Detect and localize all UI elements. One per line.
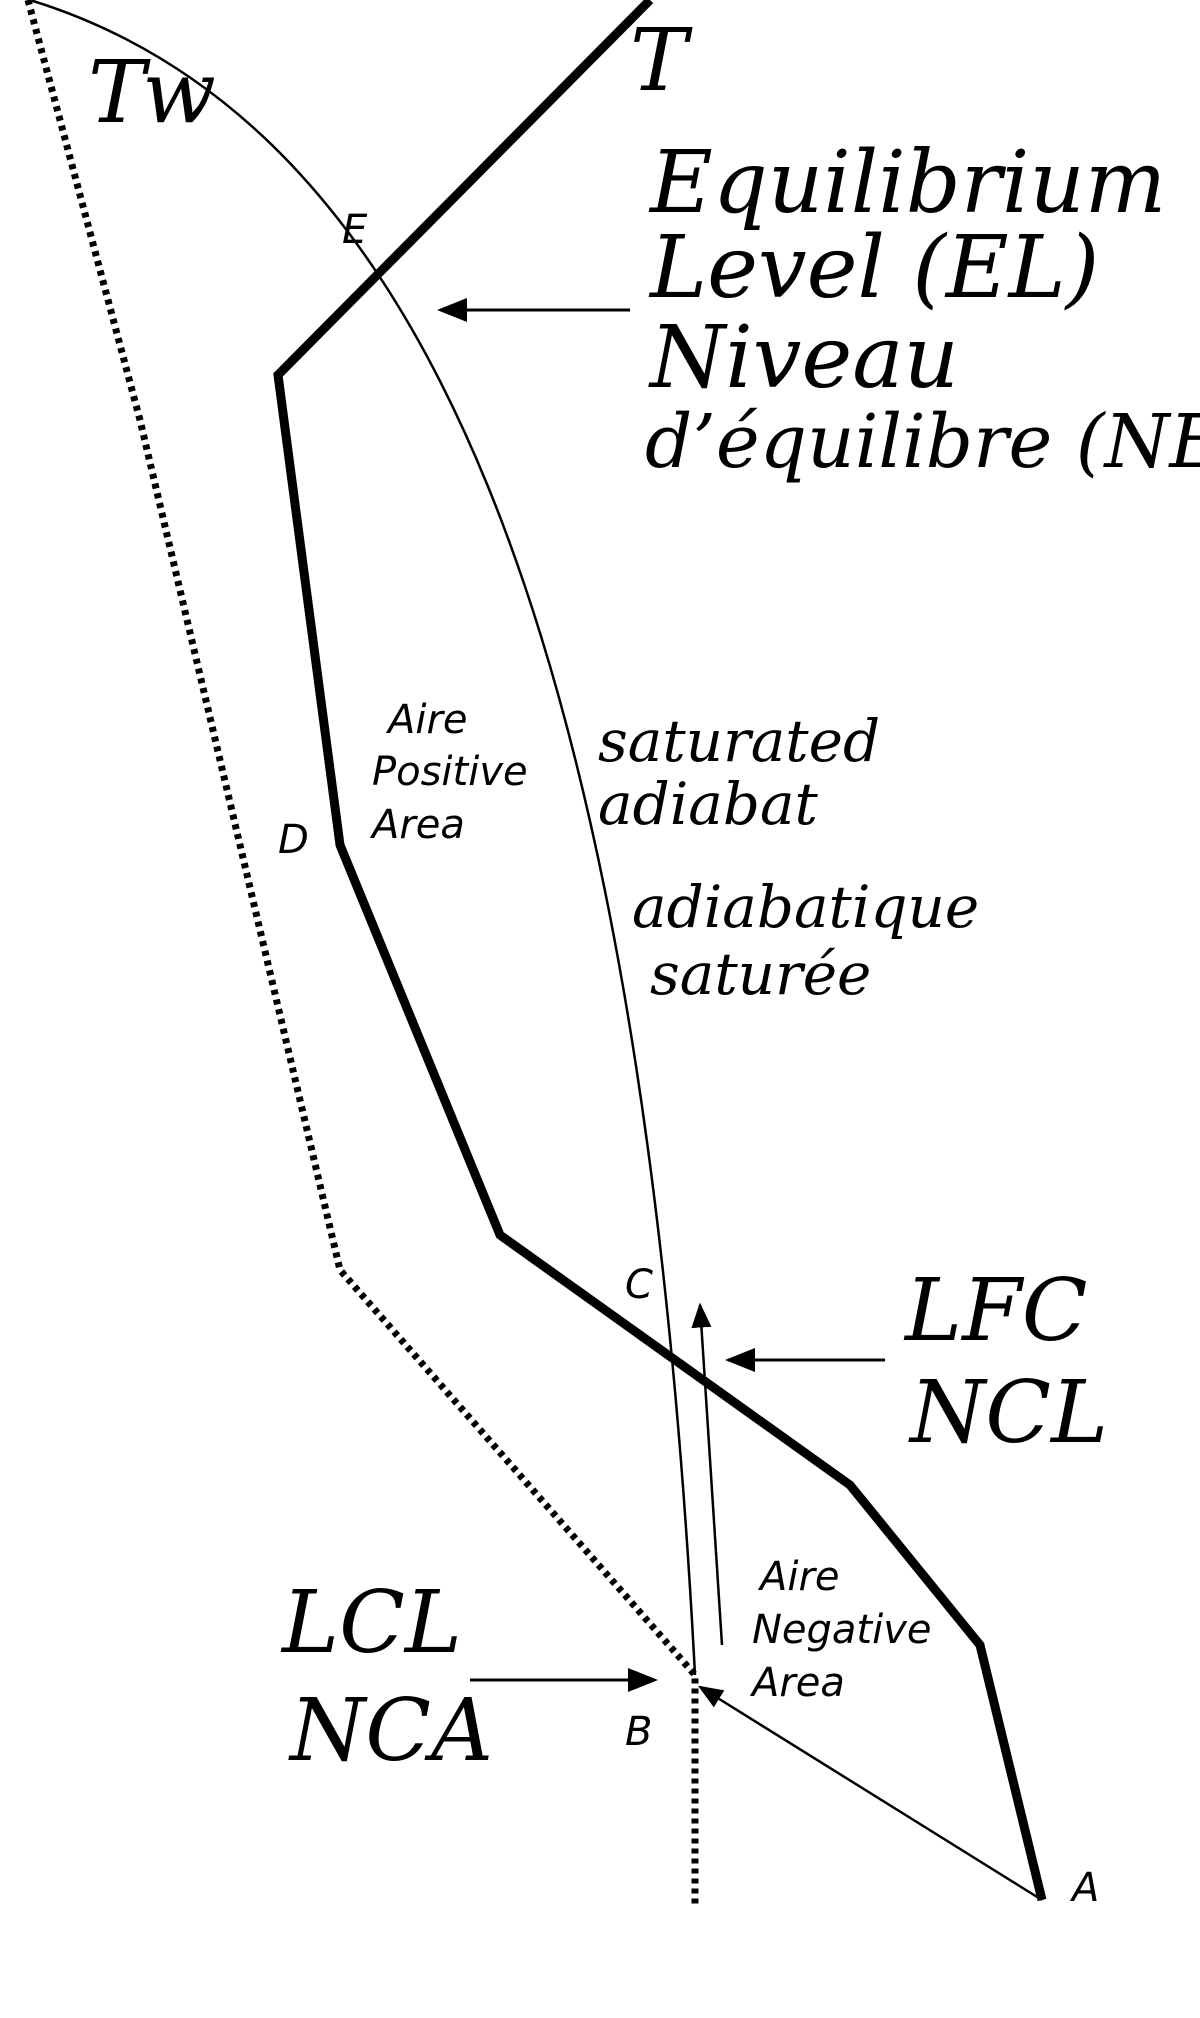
temperature-curve bbox=[273, 0, 1047, 1902]
saturated-label-fr1: adiabatique bbox=[632, 873, 980, 941]
el-label-line1: Equilibrium bbox=[650, 133, 1167, 233]
positive-area-line2: Positive bbox=[372, 749, 528, 795]
nca-label: NCA bbox=[290, 1681, 494, 1781]
tw-curve-label: Tw bbox=[88, 43, 216, 143]
point-a-label: A bbox=[1072, 1865, 1100, 1911]
dry-adiabat-arrow bbox=[697, 1685, 1043, 1902]
point-e-label: E bbox=[342, 207, 368, 253]
el-label-line4: d’équilibre (NE) bbox=[645, 399, 1200, 485]
negative-area-line1: Aire bbox=[760, 1554, 840, 1600]
point-d-label: D bbox=[278, 817, 309, 863]
point-c-label: C bbox=[625, 1262, 653, 1308]
positive-area-line3: Area bbox=[372, 802, 465, 848]
positive-area-line1: Aire bbox=[388, 697, 468, 743]
t-curve-label: T bbox=[630, 11, 688, 111]
ncl-label: NCL bbox=[910, 1363, 1109, 1463]
el-label-line2: Level (EL) bbox=[650, 218, 1100, 318]
saturated-adiabat-curve bbox=[29, 0, 697, 1676]
negative-area-line2: Negative bbox=[752, 1607, 932, 1653]
negative-area-line3: Area bbox=[752, 1660, 845, 1706]
saturated-label-en1: saturated bbox=[598, 707, 881, 775]
saturated-label-fr2: saturée bbox=[650, 940, 872, 1008]
lcl-label: LCL bbox=[282, 1573, 463, 1673]
point-b-label: B bbox=[625, 1709, 653, 1755]
saturated-label-en2: adiabat bbox=[598, 770, 818, 838]
el-label-line3: Niveau bbox=[650, 308, 959, 408]
ascent-arrow bbox=[691, 1302, 724, 1646]
lfc-label: LFC bbox=[905, 1261, 1088, 1361]
tw-dotted-curve bbox=[24, 0, 699, 1905]
